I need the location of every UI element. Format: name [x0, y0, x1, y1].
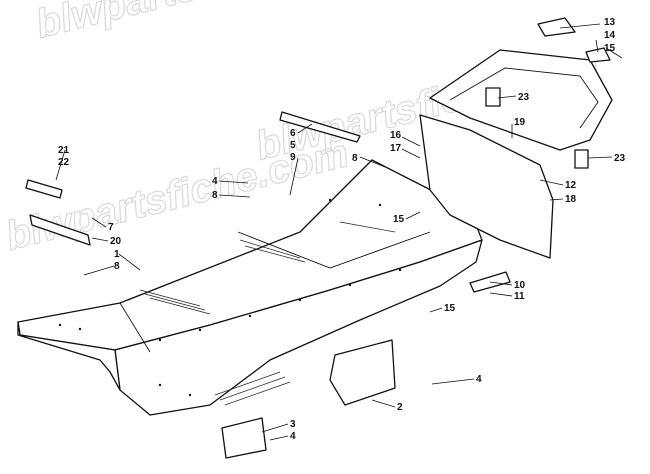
callout-8-left: 8	[114, 261, 120, 272]
callout-15-top: 15	[604, 43, 616, 54]
callout-4-right: 4	[476, 374, 482, 385]
hatching	[139, 221, 396, 406]
plate-3	[221, 417, 267, 459]
decal-14	[585, 47, 611, 63]
bumper-inner	[449, 67, 599, 129]
callout-7: 7	[108, 222, 114, 233]
tunnel-front-lip	[17, 321, 121, 391]
callout-13: 13	[604, 17, 616, 28]
callout-1: 1	[114, 249, 120, 260]
callout-4-top: 4	[212, 176, 218, 187]
callout-21: 21	[58, 145, 70, 156]
callout-22: 22	[58, 157, 70, 168]
rear-bumper-assembly	[419, 17, 613, 259]
decal-13	[537, 17, 576, 37]
callout-16: 16	[390, 130, 402, 141]
small-parts	[221, 111, 511, 459]
callout-15-mid: 15	[393, 214, 405, 225]
callout-23-left: 23	[518, 92, 530, 103]
callout-17: 17	[390, 143, 402, 154]
tunnel-inner-line	[119, 302, 151, 353]
callout-18: 18	[565, 194, 577, 205]
tunnel-ridge	[237, 231, 431, 269]
flap-18	[419, 114, 554, 259]
callout-8-mid: 8	[212, 190, 218, 201]
tunnel-assembly	[17, 159, 483, 416]
callout-8-top: 8	[352, 153, 358, 164]
leader-lines	[55, 23, 623, 441]
callout-9: 9	[290, 152, 296, 163]
plate-2	[329, 339, 396, 406]
tunnel-side-panel	[114, 239, 483, 416]
callout-15-bottom: 15	[444, 303, 456, 314]
strip-9	[279, 111, 361, 143]
callout-20: 20	[110, 236, 122, 247]
callout-11: 11	[514, 291, 525, 302]
callout-3: 3	[290, 419, 296, 430]
plate-small	[25, 179, 63, 199]
watermark-text-top: blwpartsfiche.com	[32, 0, 383, 47]
bracket-left	[29, 214, 91, 246]
bracket-23-left	[485, 87, 501, 107]
callout-5: 5	[290, 140, 296, 151]
callout-23-right: 23	[614, 153, 626, 164]
callout-19: 19	[514, 117, 526, 128]
bracket-23-right	[574, 149, 589, 169]
callout-4-bottom: 4	[290, 431, 296, 442]
callout-10: 10	[514, 280, 526, 291]
callout-6: 6	[290, 128, 296, 139]
callout-12: 12	[565, 180, 577, 191]
callout-2: 2	[397, 402, 403, 413]
rivet-dots	[58, 198, 402, 397]
callout-labels: 13 14 15 23 23 19 16 17 12 18 6 5 9 8 4 …	[58, 17, 626, 442]
callout-14: 14	[604, 30, 616, 41]
